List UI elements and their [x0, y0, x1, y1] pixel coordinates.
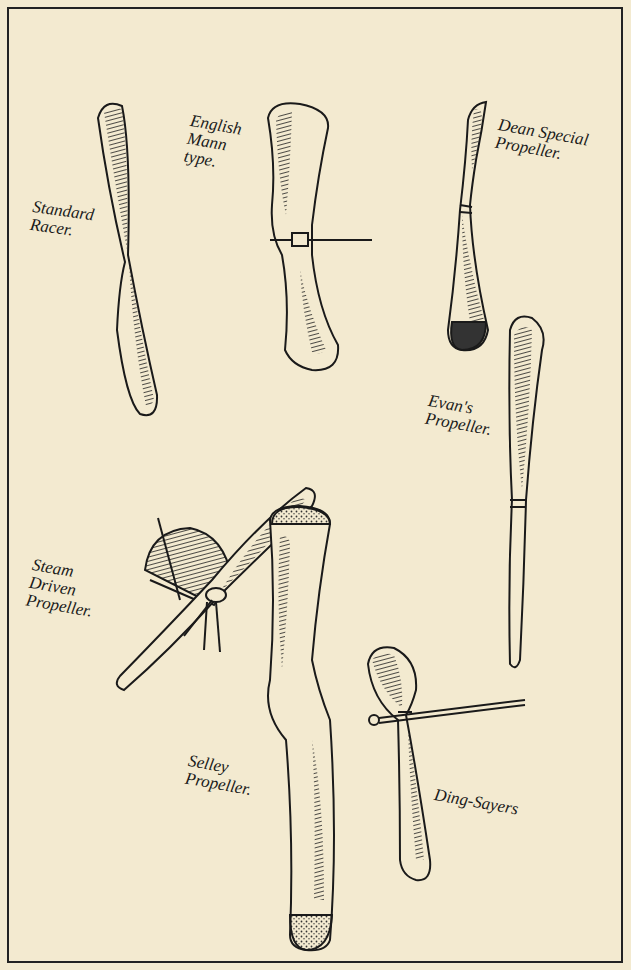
propeller-name: Standard Racer. [29, 198, 113, 244]
propeller-name: Evan's Propeller. [424, 392, 495, 439]
evans-propeller [509, 317, 543, 668]
propeller-name: Selley Propeller. [184, 752, 267, 801]
propeller-name: English Mann type. [183, 112, 255, 176]
propeller-name: Steam Driven Propeller. [25, 556, 119, 624]
english-mann-propeller [268, 103, 372, 370]
frame [8, 8, 622, 962]
propeller-name: Ding-Sayers [433, 786, 535, 821]
standard-racer [98, 104, 157, 415]
propeller-name: Dean Special Propeller. [494, 116, 595, 168]
selley-propeller [268, 506, 334, 950]
dean-special-propeller [448, 102, 488, 350]
ding-sayers-propeller [368, 647, 525, 880]
